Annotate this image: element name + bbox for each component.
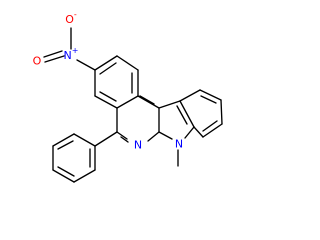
bond — [76, 59, 96, 71]
nitro-oxygen-left-label: O — [33, 55, 42, 68]
bond — [116, 131, 128, 140]
bond — [120, 136, 129, 143]
atom-symbol: N — [64, 49, 72, 62]
bond — [57, 140, 74, 150]
bond — [179, 89, 201, 102]
indole-nitrogen-label: N — [175, 138, 183, 151]
bond — [199, 89, 222, 101]
atom-labels: O- N+ O N N — [33, 10, 183, 152]
bond — [52, 133, 75, 147]
bond — [43, 50, 63, 58]
chemical-structure-drawing: O- N+ O N N — [33, 10, 223, 183]
bond — [202, 123, 223, 138]
bond — [179, 100, 195, 128]
atom-symbol: O — [65, 13, 74, 26]
bond — [57, 166, 75, 177]
ring-nitrogen-label: N — [134, 139, 142, 152]
bond — [52, 169, 75, 183]
bond — [147, 131, 160, 142]
bond — [73, 169, 96, 183]
bond — [176, 105, 188, 125]
bond — [73, 133, 96, 147]
bond — [184, 126, 195, 139]
nitro-oxygen-top-label: O- — [65, 10, 77, 26]
atom-charge: - — [74, 10, 77, 19]
bond — [139, 95, 155, 105]
bond — [44, 55, 65, 63]
bond — [193, 126, 204, 138]
bond — [137, 95, 160, 109]
bond — [94, 131, 118, 147]
bond — [158, 100, 181, 109]
bond — [116, 55, 139, 71]
bond-network — [43, 27, 223, 183]
bond — [158, 131, 173, 140]
bond — [116, 95, 139, 109]
atom-charge: + — [72, 46, 79, 55]
bond — [94, 95, 118, 109]
bond — [99, 62, 117, 75]
bond — [220, 99, 223, 125]
bond — [202, 120, 218, 132]
bond — [94, 55, 118, 71]
bond — [99, 91, 117, 102]
nitro-nitrogen-label: N+ — [64, 46, 79, 62]
bond — [200, 95, 217, 104]
